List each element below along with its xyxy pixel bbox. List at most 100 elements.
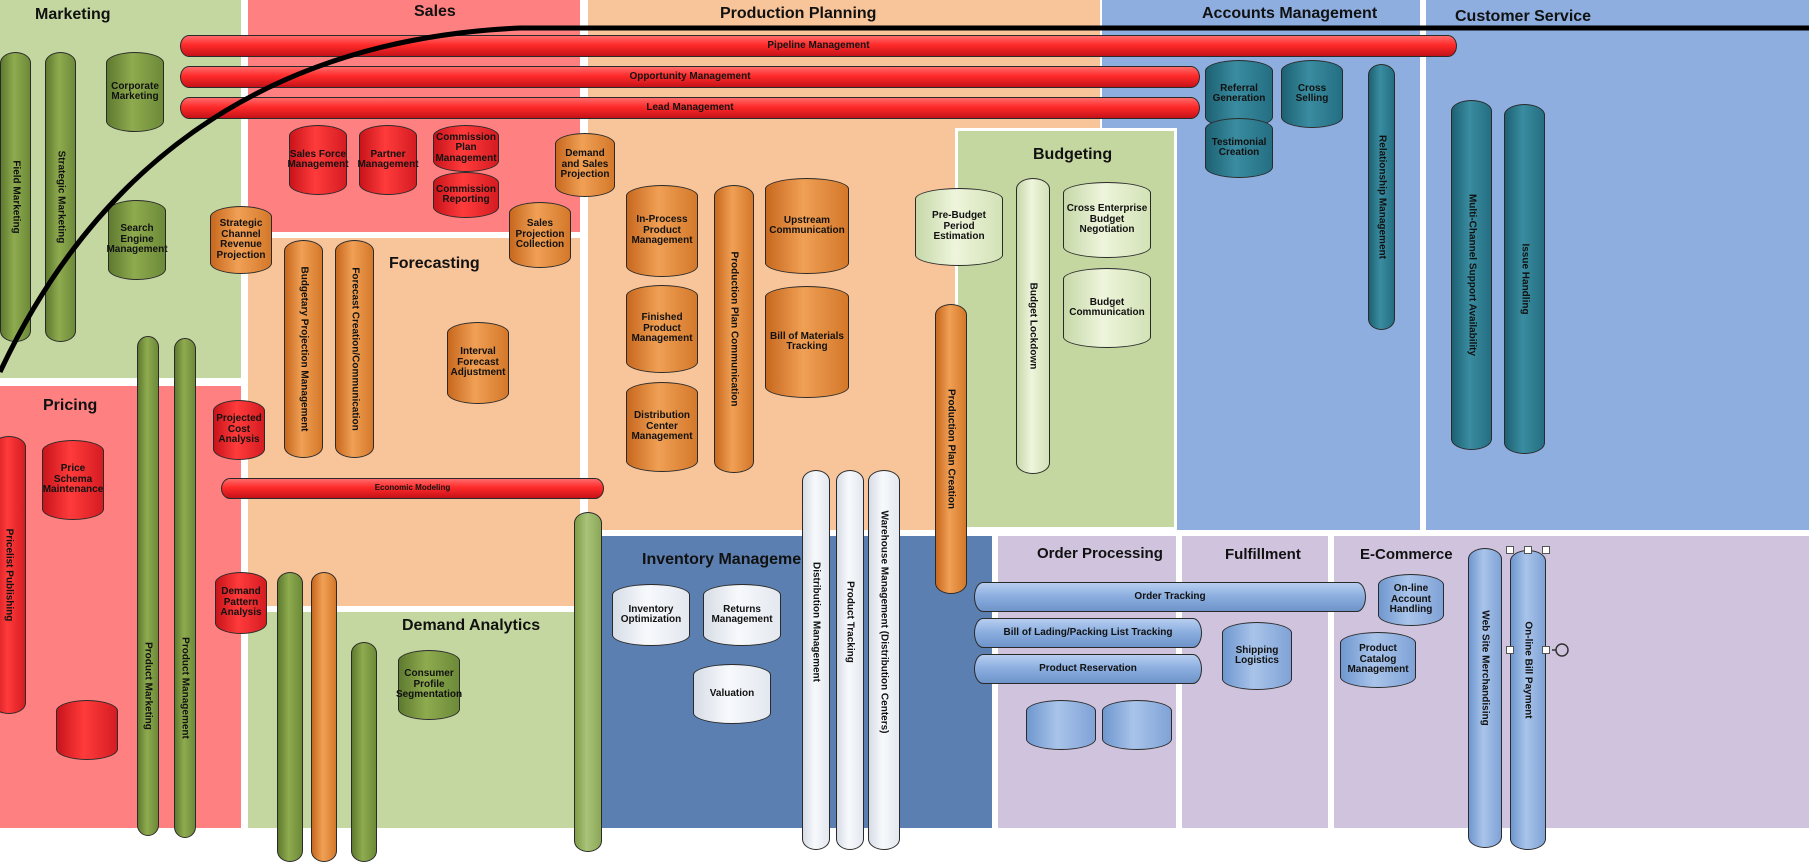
relationship-management-label: Relationship Management — [1376, 135, 1387, 259]
strategic-channel-cylinder[interactable]: Strategic Channel Revenue Projection — [210, 206, 272, 274]
demand-cylinder-olive-2[interactable] — [351, 642, 377, 862]
demand-cylinder-olive-1[interactable] — [277, 572, 303, 862]
commission-plan-management-cylinder[interactable]: Commission Plan Management — [433, 125, 499, 172]
interval-forecast-label: Interval Forecast Adjustment — [450, 346, 506, 379]
valuation-label: Valuation — [709, 687, 755, 699]
customer-service-title: Customer Service — [1455, 8, 1592, 25]
product-management-cylinder[interactable]: Product Management — [174, 338, 196, 838]
budget-lockdown-label: Budget Lockdown — [1027, 282, 1039, 370]
multichannel-support-label: Multi-Channel Support Availability — [1466, 193, 1477, 357]
selection-handle-mr[interactable] — [1542, 646, 1550, 654]
upstream-communication-cylinder[interactable]: Upstream Communication — [765, 178, 849, 274]
product-catalog-cylinder[interactable]: Product Catalog Management — [1340, 632, 1416, 688]
product-tracking-cylinder[interactable]: Product Tracking — [836, 470, 864, 850]
demand-cylinder-right-edge[interactable] — [574, 512, 602, 852]
field-marketing-label: Field Marketing — [10, 160, 21, 234]
budget-lockdown-cylinder[interactable]: Budget Lockdown — [1016, 178, 1050, 474]
order-tracking-label: Order Tracking — [1134, 590, 1206, 602]
demand-pattern-cylinder[interactable]: Demand Pattern Analysis — [215, 572, 267, 634]
sales-force-management-cylinder[interactable]: Sales Force Management — [287, 125, 349, 195]
cross-selling-cylinder[interactable]: Cross Selling — [1281, 60, 1343, 128]
inventory-optimization-label: Inventory Optimization — [620, 603, 682, 625]
upstream-communication-label: Upstream Communication — [769, 214, 845, 236]
multichannel-support-cylinder[interactable]: Multi-Channel Support Availability — [1451, 100, 1492, 450]
production-plan-communication-label: Production Plan Communication — [728, 251, 740, 407]
bill-of-lading-bar[interactable]: Bill of Lading/Packing List Tracking — [974, 618, 1202, 648]
forecasting-title: Forecasting — [389, 255, 480, 272]
lead-management-bar[interactable]: Lead Management — [180, 97, 1200, 119]
distribution-center-cylinder[interactable]: Distribution Center Management — [626, 382, 698, 472]
cross-selling-label: Cross Selling — [1295, 82, 1329, 104]
warehouse-management-cylinder[interactable]: Warehouse Management (Distribution Cente… — [868, 470, 900, 850]
pre-budget-estimation-label: Pre-Budget Period Estimation — [932, 210, 986, 243]
cross-enterprise-cylinder[interactable]: Cross Enterprise Budget Negotiation — [1063, 182, 1151, 258]
selection-handle-tr[interactable] — [1542, 546, 1550, 554]
corporate-marketing-cylinder[interactable]: Corporate Marketing — [106, 52, 164, 132]
production-plan-communication-cylinder[interactable]: Production Plan Communication — [714, 185, 754, 473]
strategic-marketing-label: Strategic Marketing — [55, 150, 66, 244]
order-tracking-bar[interactable]: Order Tracking — [974, 582, 1366, 612]
order-bottom-cylinder-1[interactable] — [1026, 700, 1096, 750]
returns-management-label: Returns Management — [711, 603, 773, 625]
cross-enterprise-label: Cross Enterprise Budget Negotiation — [1066, 203, 1148, 236]
sales-projection-collection-cylinder[interactable]: Sales Projection Collection — [509, 202, 571, 268]
search-engine-management-label: Search Engine Management — [106, 223, 168, 256]
bill-of-materials-cylinder[interactable]: Bill of Materials Tracking — [765, 286, 849, 398]
bill-of-lading-label: Bill of Lading/Packing List Tracking — [1003, 626, 1173, 638]
projected-cost-cylinder[interactable]: Projected Cost Analysis — [213, 400, 265, 460]
web-site-merchandising-cylinder[interactable]: Web Site Merchandising — [1468, 548, 1502, 848]
search-engine-management-cylinder[interactable]: Search Engine Management — [106, 200, 168, 280]
testimonial-creation-cylinder[interactable]: Testimonial Creation — [1205, 118, 1273, 178]
pricing-bottom-cylinder[interactable] — [56, 700, 118, 760]
economic-modeling-bar[interactable]: Economic Modeling — [221, 478, 604, 499]
inventory-optimization-cylinder[interactable]: Inventory Optimization — [612, 584, 690, 646]
connector-glyph[interactable] — [1552, 640, 1572, 660]
forecast-creation-cylinder[interactable]: Forecast Creation/Communication — [335, 240, 374, 458]
shipping-logistics-label: Shipping Logistics — [1235, 644, 1279, 666]
selection-handle-ml[interactable] — [1506, 646, 1514, 654]
projected-cost-label: Projected Cost Analysis — [216, 413, 262, 446]
sales-title: Sales — [414, 3, 456, 20]
commission-reporting-cylinder[interactable]: Commission Reporting — [433, 172, 499, 218]
demand-cylinder-orange-1[interactable] — [311, 572, 337, 862]
opportunity-management-bar[interactable]: Opportunity Management — [180, 66, 1200, 88]
online-account-cylinder[interactable]: On-line Account Handling — [1378, 574, 1444, 626]
strategic-marketing-cylinder[interactable]: Strategic Marketing — [45, 52, 76, 342]
in-process-product-cylinder[interactable]: In-Process Product Management — [626, 185, 698, 277]
online-bill-payment-cylinder[interactable]: On-line Bill Payment — [1510, 550, 1546, 850]
selection-handle-tm[interactable] — [1524, 546, 1532, 554]
production-plan-creation-label: Production Plan Creation — [945, 388, 957, 510]
consumer-profile-label: Consumer Profile Segmentation — [395, 668, 463, 701]
in-process-product-label: In-Process Product Management — [631, 214, 693, 247]
finished-product-cylinder[interactable]: Finished Product Management — [626, 285, 698, 373]
product-marketing-cylinder[interactable]: Product Marketing — [137, 336, 159, 836]
demand-analytics-title: Demand Analytics — [402, 617, 541, 634]
budget-communication-cylinder[interactable]: Budget Communication — [1063, 268, 1151, 348]
pipeline-management-bar[interactable]: Pipeline Management — [180, 35, 1457, 57]
partner-management-cylinder[interactable]: Partner Management — [357, 125, 419, 195]
shipping-logistics-cylinder[interactable]: Shipping Logistics — [1222, 622, 1292, 690]
production-plan-creation-cylinder[interactable]: Production Plan Creation — [935, 304, 967, 594]
pricelist-publishing-cylinder[interactable]: Pricelist Publishing — [0, 436, 26, 714]
field-marketing-cylinder[interactable]: Field Marketing — [0, 52, 31, 342]
price-schema-label: Price Schema Maintenance — [42, 463, 104, 496]
order-bottom-cylinder-2[interactable] — [1102, 700, 1172, 750]
consumer-profile-cylinder[interactable]: Consumer Profile Segmentation — [395, 650, 463, 720]
production-planning-title: Production Planning — [720, 5, 877, 22]
returns-management-cylinder[interactable]: Returns Management — [703, 584, 781, 646]
selection-handle-tl[interactable] — [1506, 546, 1514, 554]
distribution-management-cylinder[interactable]: Distribution Management — [802, 470, 830, 850]
demand-sales-projection-cylinder[interactable]: Demand and Sales Projection — [555, 133, 615, 197]
product-management-label: Product Management — [179, 636, 191, 739]
issue-handling-cylinder[interactable]: Issue Handling — [1504, 104, 1545, 454]
commission-reporting-label: Commission Reporting — [436, 183, 497, 205]
price-schema-cylinder[interactable]: Price Schema Maintenance — [42, 440, 104, 520]
pre-budget-estimation-cylinder[interactable]: Pre-Budget Period Estimation — [915, 188, 1003, 266]
product-reservation-bar[interactable]: Product Reservation — [974, 654, 1202, 684]
relationship-management-cylinder[interactable]: Relationship Management — [1368, 64, 1395, 330]
valuation-cylinder[interactable]: Valuation — [693, 664, 771, 724]
testimonial-creation-label: Testimonial Creation — [1211, 136, 1267, 158]
budgetary-projection-cylinder[interactable]: Budgetary Projection Management — [284, 240, 323, 458]
budgeting-title: Budgeting — [1033, 146, 1113, 163]
interval-forecast-cylinder[interactable]: Interval Forecast Adjustment — [447, 322, 509, 404]
